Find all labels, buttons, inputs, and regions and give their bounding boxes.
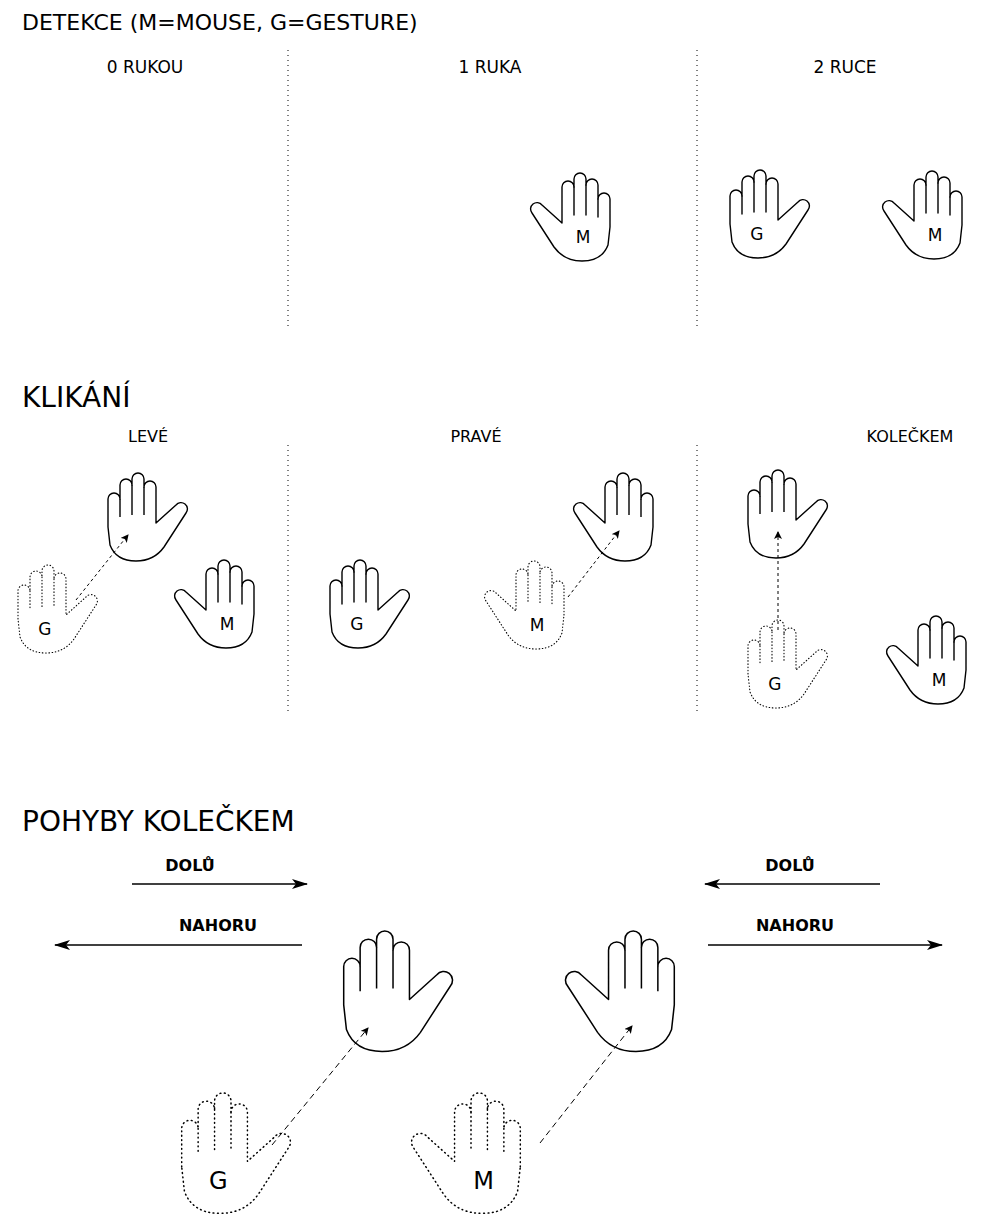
hand-shape — [8, 557, 100, 652]
movement-arrow — [76, 535, 128, 600]
direction-arrow — [55, 944, 302, 946]
hand-letter: M — [893, 672, 982, 689]
hand-shape — [884, 608, 976, 703]
hand-shape — [880, 163, 972, 258]
section-heading: POHYBY KOLEČKEM — [22, 806, 295, 838]
hand-outline — [18, 565, 97, 653]
separator — [288, 445, 289, 715]
hand-letter: G — [0, 621, 91, 638]
movement-arrow — [778, 532, 779, 630]
hand-outline: G — [320, 552, 412, 647]
hand-shape — [172, 552, 264, 647]
direction-label: NAHORU — [756, 917, 834, 935]
hand-letter: M — [537, 229, 629, 246]
hand-outline — [485, 561, 564, 649]
direction-label: DOLŮ — [165, 857, 215, 875]
hand-shape — [720, 162, 812, 257]
hand-outline — [566, 931, 675, 1052]
hand-shape — [408, 1082, 534, 1212]
hand-outline — [330, 560, 409, 648]
direction-label: DOLŮ — [765, 857, 815, 875]
hand-dotted: M — [408, 1082, 534, 1212]
hand-outline: M — [172, 552, 264, 647]
hand-outline — [574, 473, 653, 561]
hand-outline — [108, 473, 187, 561]
hand-outline — [344, 931, 453, 1052]
column-title: KOLEČKEM — [867, 428, 954, 446]
direction-arrow — [705, 883, 880, 885]
hand-outline: M — [884, 608, 976, 703]
column-title: 1 RUKA — [459, 58, 522, 78]
hand-letter: G — [729, 676, 821, 693]
direction-arrow — [132, 883, 307, 885]
hand-outline — [175, 560, 254, 648]
hand-letter: G — [711, 226, 803, 243]
hand-dotted: G — [8, 557, 100, 652]
hand-letter: M — [889, 227, 981, 244]
hand-dotted: G — [738, 612, 830, 707]
hand-outline — [748, 620, 827, 708]
hand-outline — [748, 470, 827, 558]
hand-outline — [887, 616, 966, 704]
column-title: 2 RUCE — [813, 58, 876, 78]
movement-arrow — [540, 1026, 632, 1143]
column-title: LEVÉ — [128, 428, 168, 446]
hand-dotted: G — [168, 1082, 294, 1212]
hand-letter: G — [311, 616, 403, 633]
hand-outline: G — [720, 162, 812, 257]
hand-outline — [182, 1093, 291, 1213]
movement-arrow — [272, 1028, 368, 1145]
hand-shape — [320, 552, 412, 647]
separator — [697, 445, 698, 715]
hand-letter: M — [181, 616, 273, 633]
separator — [697, 50, 698, 330]
separator — [288, 50, 289, 330]
hand-outline: M — [528, 165, 620, 260]
section-heading: DETEKCE (M=MOUSE, G=GESTURE) — [22, 10, 418, 35]
hand-shape — [528, 165, 620, 260]
hand-outline — [883, 171, 962, 259]
hand-outline — [531, 173, 610, 261]
hand-letter: M — [421, 1169, 547, 1193]
direction-label: NAHORU — [179, 917, 257, 935]
hand-shape — [738, 612, 830, 707]
hand-letter: M — [491, 617, 583, 634]
column-title: 0 RUKOU — [107, 58, 184, 78]
hand-dotted: M — [482, 553, 574, 648]
hand-outline — [730, 170, 809, 258]
hand-shape — [482, 553, 574, 648]
hand-shape — [168, 1082, 294, 1212]
column-title: PRAVÉ — [450, 428, 501, 446]
hand-outline: M — [880, 163, 972, 258]
section-heading: KLIKÁNÍ — [22, 382, 130, 414]
hand-outline — [412, 1093, 521, 1213]
direction-arrow — [708, 944, 942, 946]
hand-letter: G — [155, 1169, 281, 1193]
movement-arrow — [568, 531, 619, 597]
